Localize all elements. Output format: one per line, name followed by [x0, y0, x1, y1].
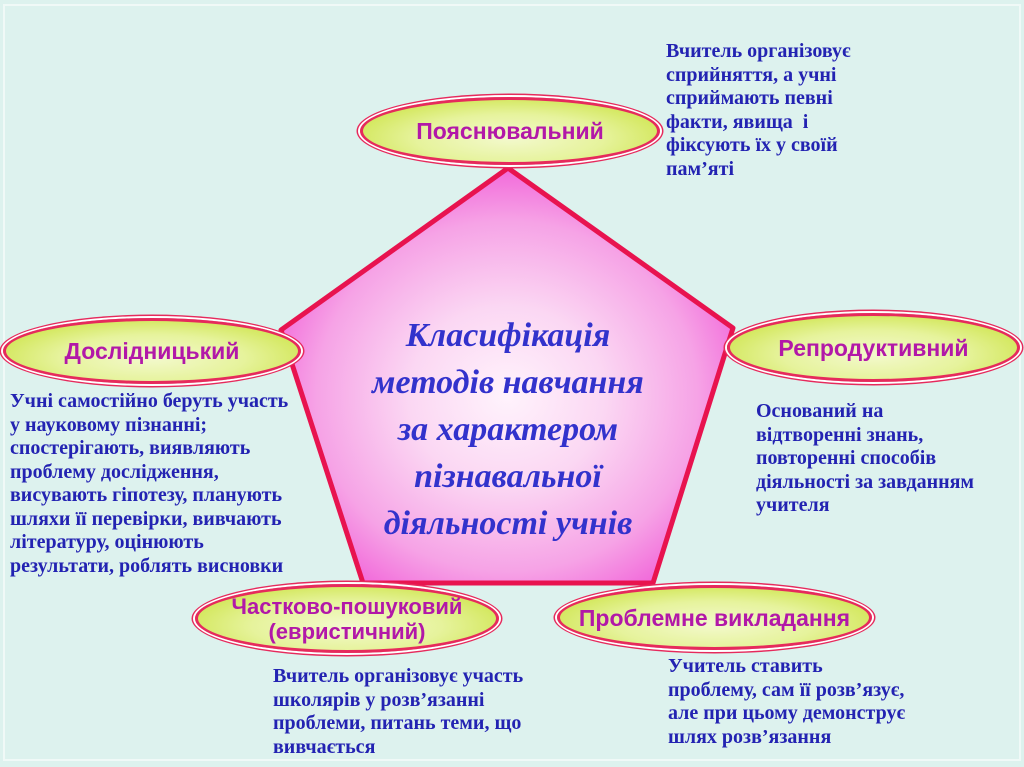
- description-problem-teaching: Учитель ставить проблему, сам її розв’яз…: [668, 655, 906, 748]
- description-research: Учні самостійно беруть участь у науковом…: [10, 390, 289, 577]
- description-partial-search: Вчитель організовує участь школярів у ро…: [273, 665, 524, 758]
- node-research-label: Дослідницький: [64, 338, 240, 364]
- node-reproductive: Репродуктивний: [727, 313, 1020, 382]
- node-problem-teaching: Проблемне викладання: [557, 585, 872, 650]
- description-reproductive: Оснований на відтворенні знань, повторен…: [756, 400, 975, 516]
- node-partial-search: Частково-пошуковий (евристичний): [195, 584, 499, 653]
- node-partial-search-label: Частково-пошуковий (евристичний): [231, 593, 463, 644]
- node-explanatory-label: Пояснювальний: [416, 118, 604, 144]
- node-reproductive-label: Репродуктивний: [778, 334, 969, 361]
- node-research: Дослідницький: [3, 318, 301, 384]
- node-explanatory: Пояснювальний: [360, 97, 660, 165]
- node-problem-teaching-label: Проблемне викладання: [578, 604, 851, 631]
- description-explanatory: Вчитель організовує сприйняття, а учні с…: [666, 40, 851, 180]
- diagram-title: Класифікація методів навчання за характе…: [372, 317, 644, 542]
